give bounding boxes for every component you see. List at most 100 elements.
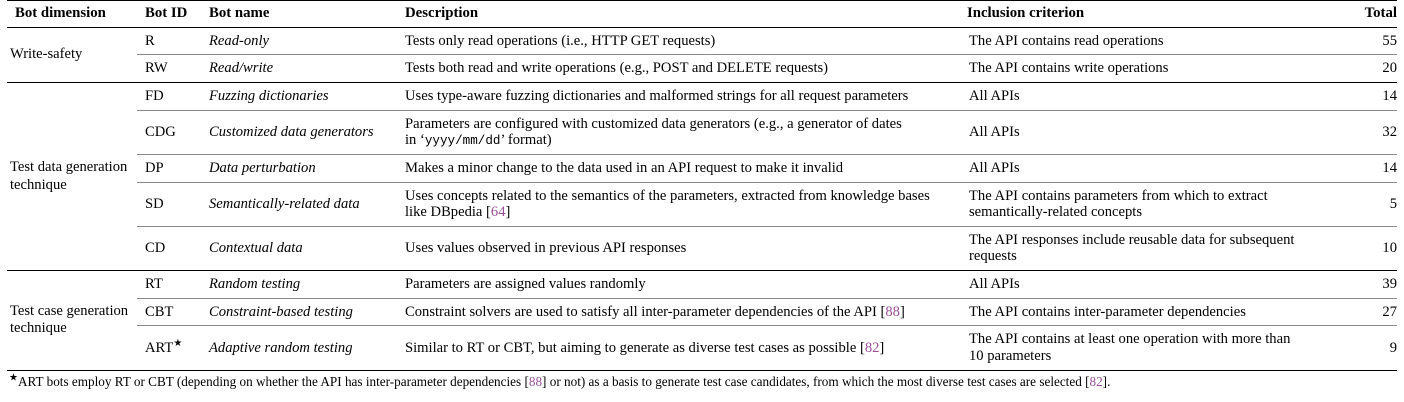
inclusion-criterion: All APIs bbox=[969, 159, 1020, 176]
total-value: 5 bbox=[1389, 195, 1397, 212]
description: Tests both read and write operations (e.… bbox=[405, 60, 829, 77]
bot-id: CBT bbox=[145, 303, 174, 320]
bot-name: Constraint-based testing bbox=[209, 303, 353, 320]
bot-id: SD bbox=[145, 195, 164, 212]
table-body: Write-safety R Read-only Tests only read… bbox=[7, 27, 1397, 371]
column-header-total: Total bbox=[1304, 0, 1397, 27]
inclusion-criterion: The API contains read operations bbox=[969, 32, 1164, 49]
inclusion-criterion: The API contains parameters from which t… bbox=[969, 187, 1268, 221]
row-separator bbox=[7, 325, 1397, 327]
bot-name: Data perturbation bbox=[209, 159, 316, 176]
total-value: 39 bbox=[1382, 276, 1397, 293]
dimension-label-test-case-generation: Test case generation technique bbox=[10, 302, 129, 337]
table-footnote: ★ART bots employ RT or CBT (depending on… bbox=[7, 371, 1397, 389]
bot-id: CDG bbox=[145, 124, 176, 141]
inclusion-criterion: The API contains inter-parameter depende… bbox=[969, 303, 1246, 320]
dimension-label-write-safety: Write-safety bbox=[10, 46, 83, 63]
footnote-text-part-2: ] or not) as a basis to generate test ca… bbox=[542, 373, 1090, 389]
total-value: 27 bbox=[1382, 303, 1397, 320]
bot-id: FD bbox=[145, 88, 164, 105]
group-separator bbox=[7, 270, 1397, 271]
bot-name: Contextual data bbox=[209, 240, 303, 257]
row-separator bbox=[7, 297, 1397, 299]
citation-reference[interactable]: 82 bbox=[864, 339, 880, 356]
column-header-inclusion-criterion: Inclusion criterion bbox=[959, 0, 1304, 27]
description: Makes a minor change to the data used in… bbox=[405, 159, 844, 176]
dimension-label-test-data-generation: Test data generation technique bbox=[10, 158, 128, 193]
table-row: CD Contextual data Uses values observed … bbox=[7, 226, 1397, 270]
citation-reference[interactable]: 88 bbox=[885, 303, 900, 320]
date-format-literal: yyyy/mm/dd bbox=[424, 134, 501, 149]
column-header-description: Description bbox=[397, 0, 959, 27]
table-row: CBT Constraint-based testing Constraint … bbox=[7, 298, 1397, 325]
bot-id: CD bbox=[145, 240, 166, 257]
header-rule bbox=[7, 26, 1397, 28]
total-value: 14 bbox=[1382, 88, 1397, 105]
description-line-2-suffix: ’ format) bbox=[500, 132, 552, 149]
table-header: Bot dimension Bot ID Bot name Descriptio… bbox=[7, 0, 1397, 28]
bot-id-text: ART bbox=[145, 339, 174, 356]
total-value: 55 bbox=[1382, 32, 1397, 49]
footnote-star-icon: ★ bbox=[9, 372, 18, 384]
description: Tests only read operations (i.e., HTTP G… bbox=[405, 32, 716, 49]
bot-name: Semantically-related data bbox=[209, 195, 360, 212]
description-line-1: Parameters are configured with customize… bbox=[405, 115, 902, 132]
table-bottom-rule bbox=[7, 369, 1397, 371]
inclusion-criterion: All APIs bbox=[969, 88, 1020, 105]
table-row: ART★ Adaptive random testing Similar to … bbox=[7, 326, 1397, 370]
description: Uses concepts related to the semantics o… bbox=[397, 182, 959, 226]
footnote-star-icon: ★ bbox=[173, 337, 183, 349]
total-value: 32 bbox=[1382, 124, 1397, 141]
table-row: Write-safety R Read-only Tests only read… bbox=[7, 27, 1397, 62]
bot-id: DP bbox=[145, 159, 164, 176]
group-separator bbox=[7, 82, 1397, 83]
column-header-bot-id: Bot ID bbox=[137, 0, 201, 27]
description-text-suffix: ] bbox=[899, 303, 905, 320]
total-value: 14 bbox=[1382, 159, 1397, 176]
bot-name: Read-only bbox=[209, 32, 269, 49]
row-separator bbox=[7, 153, 1397, 155]
row-separator bbox=[7, 54, 1397, 56]
bot-name: Fuzzing dictionaries bbox=[209, 88, 329, 105]
row-separator bbox=[7, 109, 1397, 111]
bot-id: RT bbox=[145, 276, 163, 293]
description-text: Uses concepts related to the semantics o… bbox=[405, 187, 930, 221]
footnote-text-part-3: ]. bbox=[1102, 373, 1111, 389]
inclusion-criterion: All APIs bbox=[969, 124, 1020, 141]
table-row: Test case generation technique RT Random… bbox=[7, 271, 1397, 336]
bot-name: Adaptive random testing bbox=[209, 339, 353, 356]
column-header-bot-name: Bot name bbox=[201, 0, 397, 27]
inclusion-criterion: The API contains write operations bbox=[969, 60, 1169, 77]
row-separator bbox=[7, 181, 1397, 183]
citation-reference[interactable]: 82 bbox=[1089, 373, 1103, 389]
bot-name: Random testing bbox=[209, 276, 301, 293]
table-row: RW Read/write Tests both read and write … bbox=[7, 55, 1397, 82]
column-header-bot-dimension: Bot dimension bbox=[7, 0, 137, 27]
description-line-2-prefix: in ‘ bbox=[405, 132, 425, 149]
total-value: 9 bbox=[1389, 339, 1397, 356]
description: Uses values observed in previous API res… bbox=[405, 240, 687, 257]
header-row: Bot dimension Bot ID Bot name Descriptio… bbox=[7, 0, 1397, 27]
description: Parameters are assigned values randomly bbox=[405, 276, 646, 293]
bot-name: Read/write bbox=[209, 60, 274, 77]
footnote-text-part-1: ART bots employ RT or CBT (depending on … bbox=[17, 373, 529, 389]
citation-reference[interactable]: 64 bbox=[490, 204, 506, 221]
inclusion-criterion: The API responses include reusable data … bbox=[969, 231, 1295, 265]
table-row: DP Data perturbation Makes a minor chang… bbox=[7, 154, 1397, 181]
description-text-suffix: ] bbox=[505, 204, 511, 221]
description-text-suffix: ] bbox=[879, 339, 885, 356]
description: Parameters are configured with customize… bbox=[397, 110, 959, 154]
citation-reference[interactable]: 88 bbox=[528, 373, 543, 389]
bot-dimensions-table: Bot dimension Bot ID Bot name Descriptio… bbox=[7, 0, 1397, 371]
total-value: 20 bbox=[1382, 60, 1397, 77]
table-row: Test data generation technique FD Fuzzin… bbox=[7, 83, 1397, 193]
bot-name: Customized data generators bbox=[209, 124, 374, 141]
description-text: Similar to RT or CBT, but aiming to gene… bbox=[405, 339, 865, 356]
inclusion-criterion: All APIs bbox=[969, 276, 1020, 293]
row-separator bbox=[7, 225, 1397, 227]
bot-id: ART★ bbox=[137, 326, 201, 370]
total-value: 10 bbox=[1382, 240, 1397, 257]
description-text: Constraint solvers are used to satisfy a… bbox=[405, 303, 886, 320]
table-row: CDG Customized data generators Parameter… bbox=[7, 110, 1397, 154]
